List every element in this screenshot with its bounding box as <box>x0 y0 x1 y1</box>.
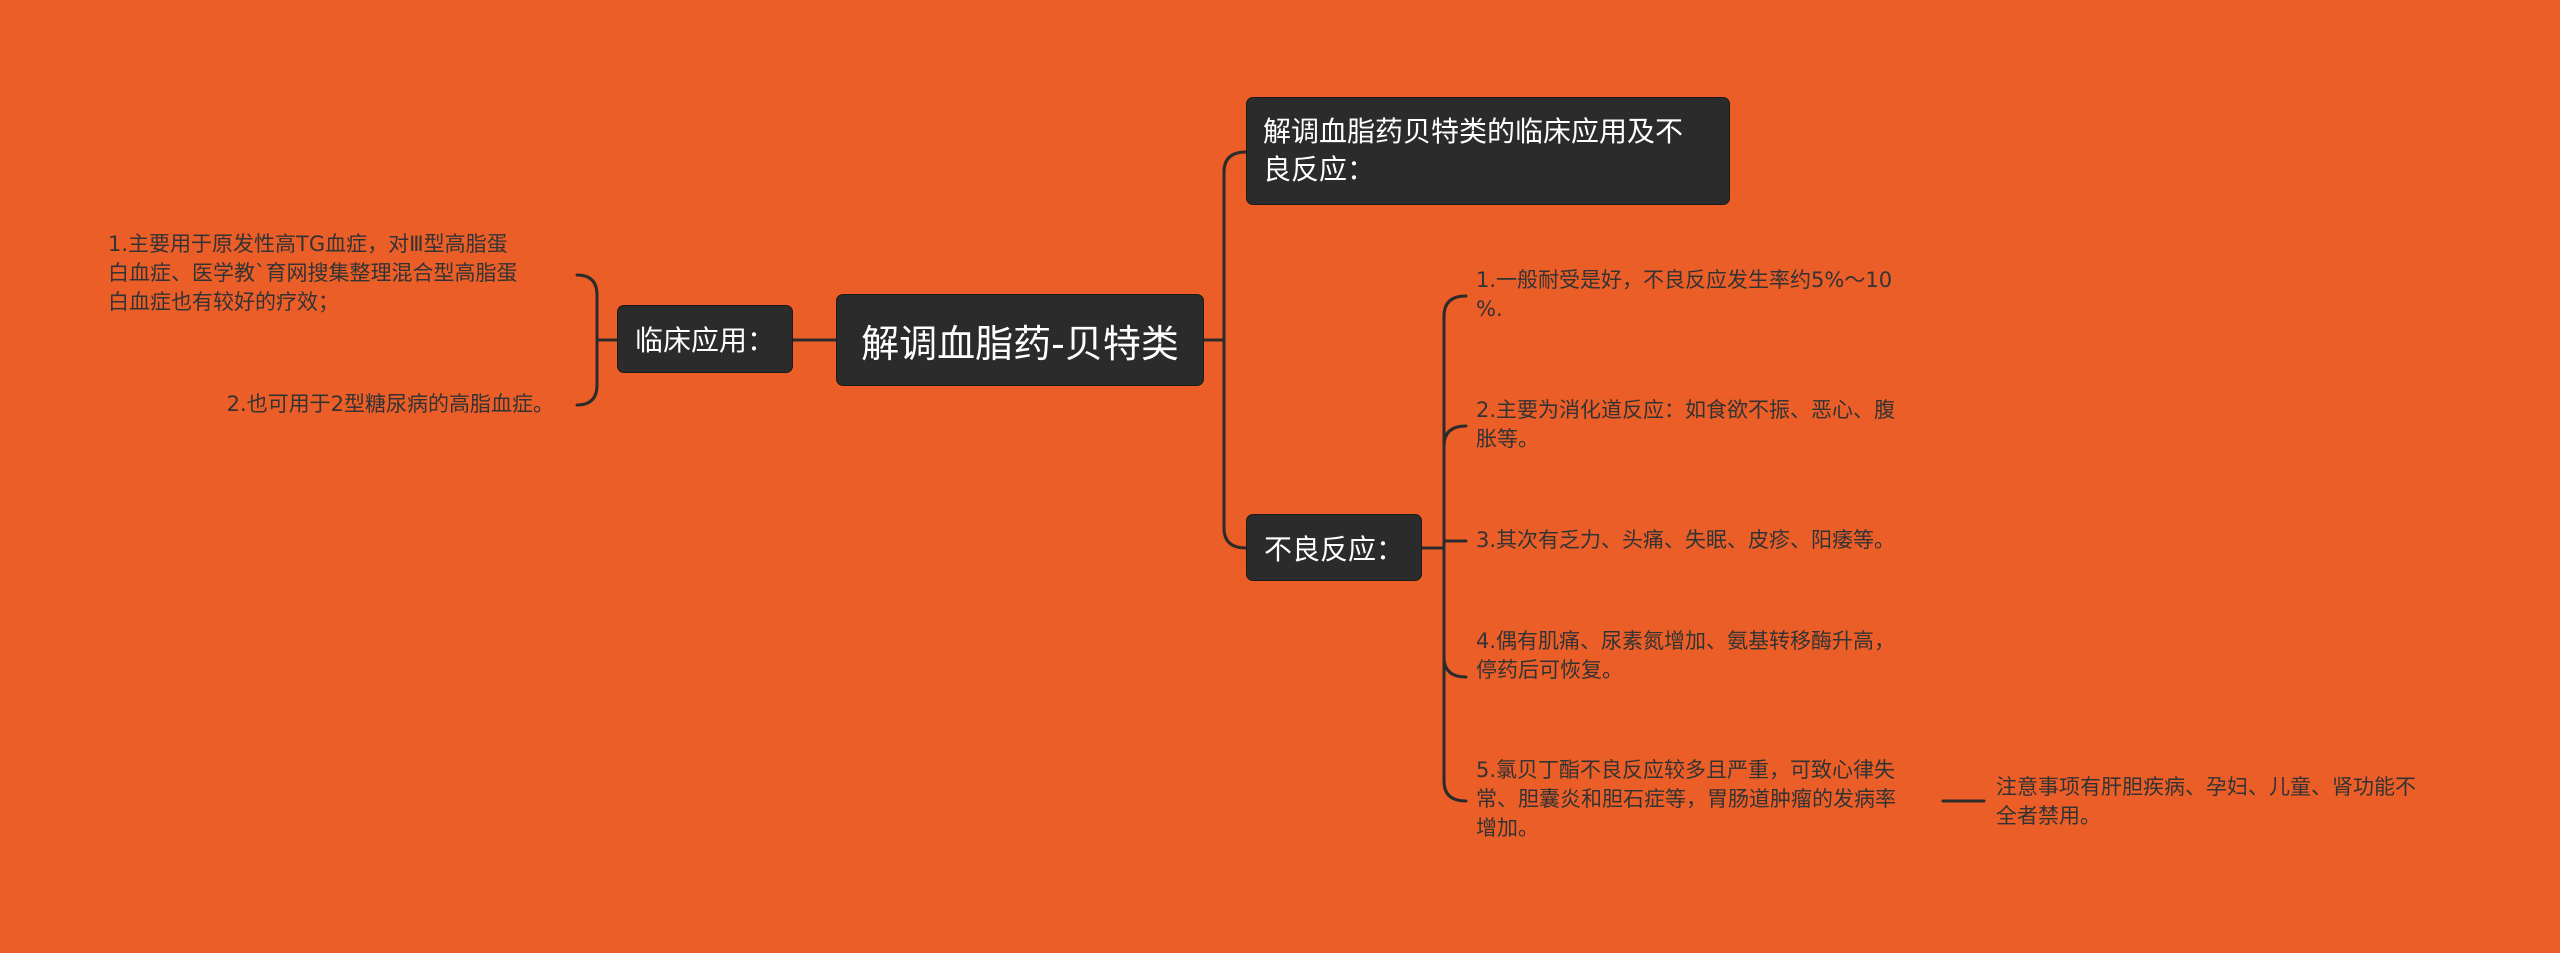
leaf-precautions[interactable]: 注意事项有肝胆疾病、孕妇、儿童、肾功能不 全者禁用。 <box>1996 775 2416 828</box>
branch-adverse-reactions-label: 不良反应： <box>1263 532 1404 566</box>
leaf-adverse-2[interactable]: 2.主要为消化道反应：如食欲不振、恶心、腹 胀等。 <box>1476 398 1896 451</box>
root-node-label: 解调血脂药-贝特类 <box>861 321 1179 366</box>
branch-summary-label: 解调血脂药贝特类的临床应用及不 良反应： <box>1263 115 1684 186</box>
leaf-clinical-use-2[interactable]: 2.也可用于2型糖尿病的高脂血症。 <box>226 392 554 416</box>
connector-left-bracket <box>575 273 619 407</box>
leaf-adverse-3[interactable]: 3.其次有乏力、头痛、失眠、皮疹、阳痿等。 <box>1476 528 1896 552</box>
connector-bottom-bracket <box>1420 294 1468 803</box>
leaf-adverse-5[interactable]: 5.氯贝丁酯不良反应较多且严重，可致心律失 常、胆囊炎和胆石症等，胃肠道肿瘤的发… <box>1476 758 1896 840</box>
leaf-adverse-1[interactable]: 1.一般耐受是好，不良反应发生率约5%～10 %. <box>1476 268 1893 321</box>
branch-summary[interactable]: 解调血脂药贝特类的临床应用及不 良反应： <box>1246 97 1730 205</box>
leaf-clinical-use-1[interactable]: 1.主要用于原发性高TG血症，对Ⅲ型高脂蛋 白血症、医学教`育网搜集整理混合型高… <box>108 232 518 314</box>
branch-clinical-use[interactable]: 临床应用： <box>617 305 793 373</box>
branch-adverse-reactions[interactable]: 不良反应： <box>1246 514 1422 581</box>
branch-clinical-use-label: 临床应用： <box>634 324 775 357</box>
connector-right-trunk <box>1222 150 1248 550</box>
leaf-adverse-4[interactable]: 4.偶有肌痛、尿素氮增加、氨基转移酶升高， 停药后可恢复。 <box>1476 629 1896 682</box>
root-node[interactable]: 解调血脂药-贝特类 <box>836 294 1204 386</box>
